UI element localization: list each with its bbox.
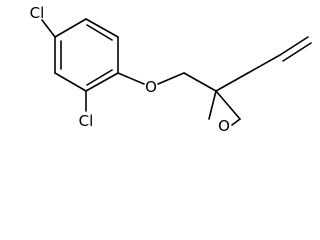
chemical-structure: Cl Cl O O (30, 4, 312, 135)
ring-bond (85, 18, 119, 38)
allyl-double-bond-inner (282, 42, 312, 62)
atom-label-cl-top: Cl (30, 4, 45, 22)
epoxide-bond (215, 90, 241, 120)
epoxide-ring (208, 90, 241, 126)
ring-bond (54, 72, 87, 92)
allyl-single-bond (247, 54, 281, 74)
atom-label-ether-oxygen: O (145, 78, 157, 96)
bond-to-cl-top (41, 19, 56, 38)
ring-bond (54, 18, 87, 38)
epoxide-bond (208, 90, 217, 120)
bond-epoxide-to-allyl (215, 72, 249, 92)
ring-double-bond (86, 24, 113, 41)
benzene-ring (54, 18, 119, 92)
atom-label-cl-bottom: Cl (79, 112, 94, 130)
bond-ether-o-to-ch2 (157, 72, 185, 85)
bond-ch2-to-epoxide-c (183, 72, 217, 92)
allyl-double-bond (279, 36, 309, 56)
atom-label-epoxide-oxygen: O (218, 117, 230, 135)
epoxide-bond (231, 118, 241, 126)
ring-double-bond (86, 69, 113, 86)
bond-ring-to-ether-o (117, 72, 145, 85)
ring-bond (85, 72, 119, 92)
